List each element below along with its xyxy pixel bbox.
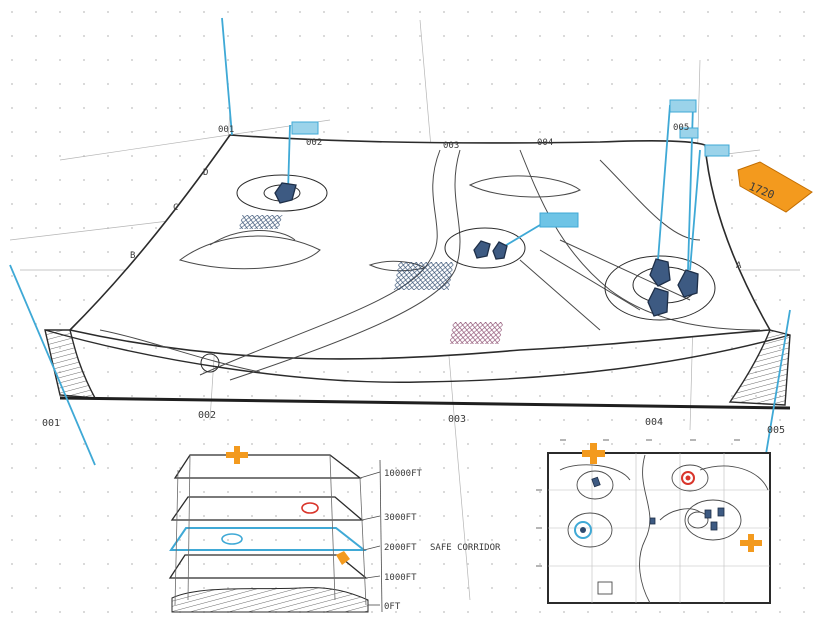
minimap-red-dot bbox=[685, 475, 691, 481]
orange-marker-top-layer bbox=[226, 446, 248, 464]
grid-bottom-005: 005 bbox=[767, 425, 785, 436]
top-down-minimap bbox=[536, 439, 771, 604]
row-label-c: C bbox=[173, 203, 178, 213]
altitude-label-0ft: 0FT bbox=[384, 602, 401, 612]
terrain-base-line bbox=[59, 396, 791, 410]
grid-top-005: 005 bbox=[673, 123, 689, 133]
grid-bottom-003: 003 bbox=[448, 414, 466, 425]
altitude-label-2000ft: 2000FT bbox=[384, 543, 417, 553]
minimap-orange-marker-right bbox=[740, 534, 762, 552]
row-label-a: A bbox=[736, 261, 742, 271]
grid-top-003: 003 bbox=[443, 141, 459, 151]
orange-marker-2000ft bbox=[336, 551, 350, 565]
minimap-blue-dot bbox=[580, 527, 586, 533]
terrain-left-face bbox=[44, 329, 97, 399]
terrain-contours bbox=[99, 149, 761, 381]
minimap-blue-marker bbox=[574, 521, 592, 539]
row-label-d: D bbox=[203, 168, 208, 178]
row-label-b: B bbox=[130, 251, 135, 261]
minimap-objectives bbox=[591, 476, 725, 531]
grid-bottom-002: 002 bbox=[198, 410, 216, 421]
grid-bottom-001: 001 bbox=[42, 418, 60, 429]
layer-0ft-terrain bbox=[171, 587, 369, 613]
grid-top-002: 002 bbox=[306, 138, 322, 148]
altitude-label-1000ft: 1000FT bbox=[384, 573, 417, 583]
altitude-stack: 10000FT 3000FT 2000FT SAFE CORRIDOR 1000… bbox=[168, 446, 501, 613]
objective-markers bbox=[274, 182, 699, 317]
terrain-front-edge bbox=[44, 329, 791, 383]
grid-bottom-004: 004 bbox=[645, 417, 663, 428]
altitude-label-3000ft: 3000FT bbox=[384, 513, 417, 523]
minimap-orange-marker-top bbox=[582, 443, 605, 464]
flags bbox=[291, 99, 730, 228]
blue-marker-2000ft bbox=[221, 533, 243, 545]
hatched-area-south bbox=[449, 322, 504, 344]
altitude-label-10000ft: 10000FT bbox=[384, 469, 423, 479]
minimap-red-marker bbox=[681, 471, 695, 485]
grid-top-001: 001 bbox=[218, 125, 234, 135]
safe-corridor-label: SAFE CORRIDOR bbox=[430, 543, 501, 553]
layer-10000ft bbox=[173, 454, 362, 479]
terrain-block: 1720 D C B A 001 002 003 004 005 001 002… bbox=[9, 17, 813, 601]
minimap-grid bbox=[548, 453, 770, 603]
hatched-area-center bbox=[393, 262, 454, 290]
grid-top-004: 004 bbox=[537, 138, 553, 148]
red-marker-3000ft bbox=[301, 502, 319, 514]
hatched-area-north bbox=[238, 215, 283, 229]
